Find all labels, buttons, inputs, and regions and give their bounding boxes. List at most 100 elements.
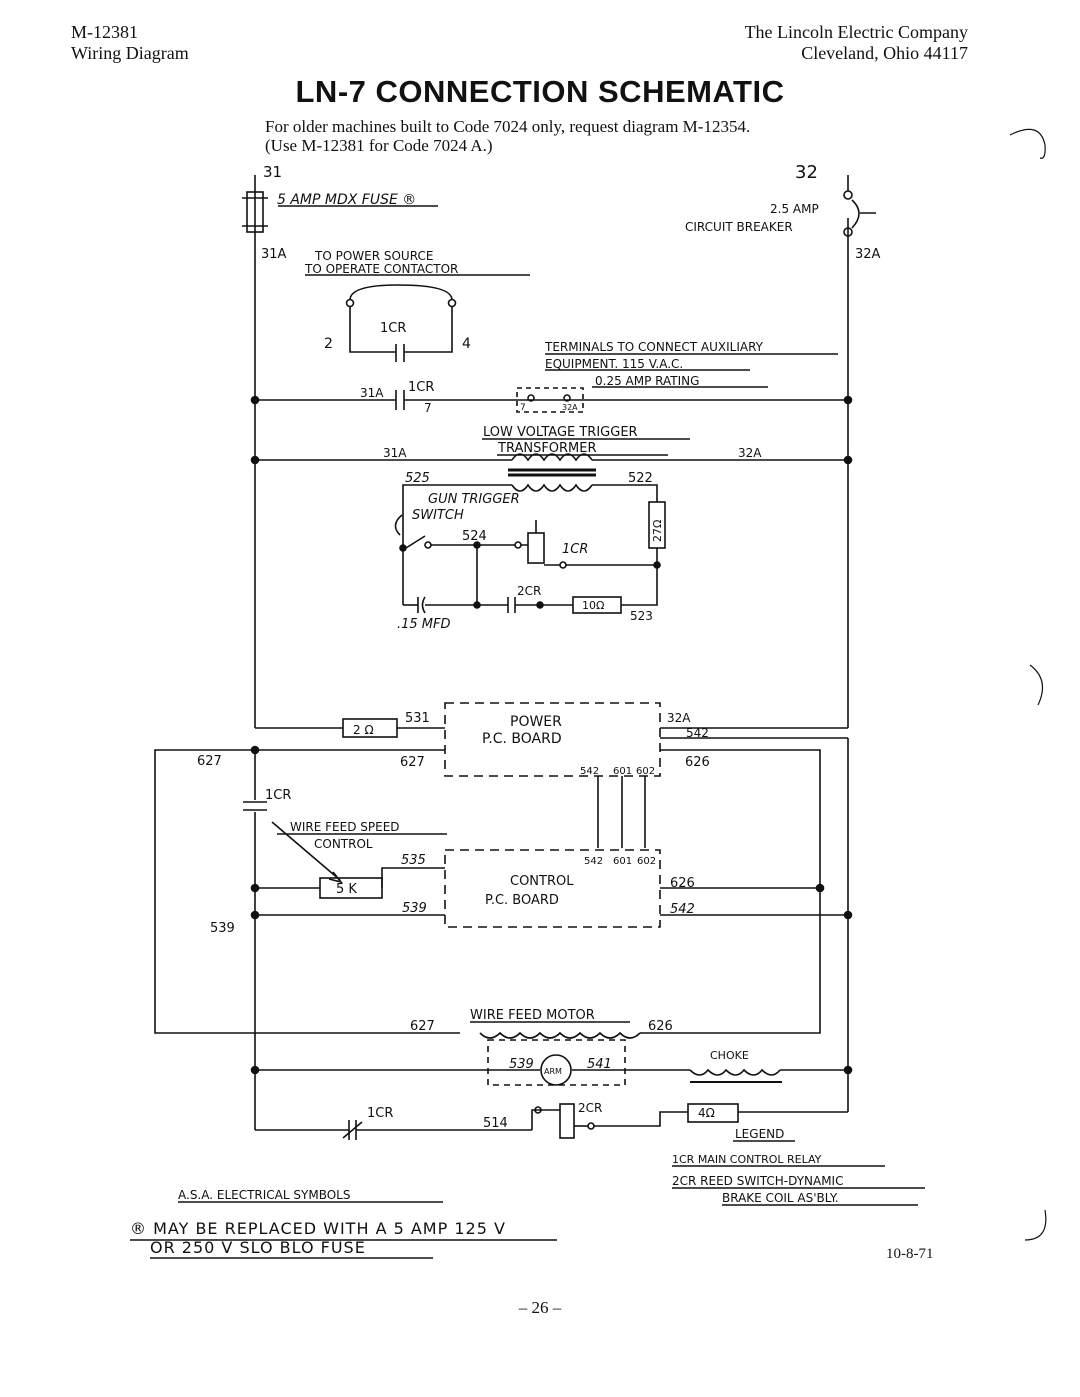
node-626 [815, 883, 825, 893]
node-cr2 [536, 601, 544, 609]
label-aux-t2: 32A [562, 403, 578, 412]
label-arm: ARM [544, 1067, 562, 1076]
terminal-4 [447, 298, 457, 308]
legend-line-2a: 2CR REED SWITCH-DYNAMIC [672, 1174, 843, 1188]
label-pot: 5 K [336, 882, 357, 897]
icr-wire-left [349, 307, 396, 353]
icr-nc2-slash [342, 1121, 363, 1139]
label-627-board: 627 [400, 755, 425, 770]
label-2cr: 2CR [517, 584, 541, 598]
wfs-pointer-head [328, 871, 344, 884]
icr-coil [527, 532, 545, 564]
icr-coil-terminal [514, 541, 522, 549]
label-541: 541 [587, 1057, 612, 1072]
resistor-4 [687, 1103, 739, 1123]
gun-switch-contact [424, 541, 432, 549]
cr2-coil [559, 1103, 575, 1139]
label-522: 522 [628, 471, 653, 486]
label-602-t2: 602 [637, 856, 656, 867]
label-t2: 2 [324, 336, 333, 352]
cr2-coil-terminal [534, 1106, 542, 1114]
label-aux-1: TERMINALS TO CONNECT AUXILIARY [544, 340, 764, 354]
fuse-symbol [246, 191, 264, 233]
node-l-460 [250, 455, 260, 465]
node-l-400 [250, 395, 260, 405]
label-breaker-1: 2.5 AMP [770, 202, 819, 216]
label-icr-top: 1CR [380, 321, 406, 336]
icr-coil-terminal-2 [559, 561, 567, 569]
label-7: 7 [424, 401, 432, 415]
label-2cr-coil: 2CR [578, 1101, 602, 1115]
terminal-2 [345, 298, 355, 308]
label-icr-row: 1CR [408, 380, 434, 395]
label-wfs-2: CONTROL [314, 837, 373, 851]
power-pc-board [444, 702, 661, 777]
wfs-pointer [271, 821, 341, 881]
power-source-brace [349, 284, 453, 301]
label-542-t2: 542 [584, 856, 603, 867]
label-trans-2: TRANSFORMER [497, 441, 597, 456]
node-r-400 [843, 395, 853, 405]
legend-line-1: 1CR MAIN CONTROL RELAY [672, 1153, 822, 1166]
label-525: 525 [405, 471, 430, 486]
label-icr-627: 1CR [265, 788, 291, 803]
label-power-pc-2: P.C. BOARD [482, 731, 562, 747]
label-542-ctrl: 542 [670, 902, 695, 917]
label-514: 514 [483, 1116, 508, 1131]
label-gun-1: GUN TRIGGER [428, 492, 520, 507]
footnote-line-2: OR 250 V SLO BLO FUSE [150, 1238, 366, 1257]
label-4ohm: 4Ω [698, 1106, 715, 1120]
label-32a-trans: 32A [738, 446, 762, 460]
label-motor: WIRE FEED MOTOR [470, 1008, 595, 1023]
label-627-left: 627 [197, 754, 222, 769]
control-pc-board [444, 849, 661, 928]
revision-date: 10-8-71 [886, 1246, 934, 1262]
label-aux-2: EQUIPMENT. 115 V.A.C. [545, 357, 683, 371]
label-31: 31 [263, 163, 282, 181]
cap-15-plate-b [421, 596, 426, 614]
label-31a-row: 31A [360, 386, 384, 400]
motor-armature [540, 1054, 572, 1086]
aux-terminal-b [563, 394, 571, 402]
footnote-line-1: ® MAY BE REPLACED WITH A 5 AMP 125 V [130, 1219, 506, 1238]
hole-punch-mark-3 [1024, 1209, 1047, 1241]
label-ctrl-pc-1: CONTROL [510, 874, 574, 889]
icr-wire-right [404, 307, 453, 353]
hole-punch-mark-1 [1009, 128, 1046, 159]
label-539-motor: 539 [509, 1057, 534, 1072]
label-breaker-2: CIRCUIT BREAKER [685, 220, 793, 234]
wire-535 [381, 867, 445, 888]
doc-number: M-12381 [71, 22, 138, 42]
breaker-contact-top [843, 190, 853, 200]
label-gun-2: SWITCH [412, 508, 464, 523]
label-trans-1: LOW VOLTAGE TRIGGER [483, 425, 638, 440]
label-626-motor: 626 [648, 1019, 673, 1034]
label-cap-15: .15 MFD [397, 617, 451, 632]
label-31a-trans: 31A [383, 446, 407, 460]
company-name: The Lincoln Electric Company [744, 22, 968, 42]
label-t4: 4 [462, 336, 471, 352]
motor-field-coil [479, 1031, 641, 1039]
label-2ohm: 2 Ω [353, 723, 374, 737]
company-location: Cleveland, Ohio 44117 [801, 43, 968, 63]
wire-523 [621, 565, 658, 606]
icr-coil-leads [521, 520, 560, 566]
label-523: 523 [630, 609, 653, 623]
label-602-t1: 602 [636, 766, 655, 777]
breaker-symbol [847, 175, 876, 229]
doc-id-block: M-12381 Wiring Diagram [71, 22, 189, 64]
label-524: 524 [462, 529, 487, 544]
label-627-motor: 627 [410, 1019, 435, 1034]
wire-626-loop [640, 749, 821, 1034]
label-542-t1: 542 [580, 766, 599, 777]
transformer-primary-coil [511, 453, 593, 462]
wire-514-up [531, 1109, 560, 1130]
label-10ohm: 10Ω [582, 599, 604, 612]
page-title: LN-7 CONNECTION SCHEMATIC [295, 74, 785, 109]
node-motor-r [843, 1065, 853, 1075]
label-32: 32 [795, 162, 818, 183]
wire-to-4ohm [594, 1111, 688, 1127]
label-601-t1: 601 [613, 766, 632, 777]
label-aux-t1: 7 [520, 403, 526, 413]
label-power-src-1: TO POWER SOURCE [314, 249, 433, 263]
